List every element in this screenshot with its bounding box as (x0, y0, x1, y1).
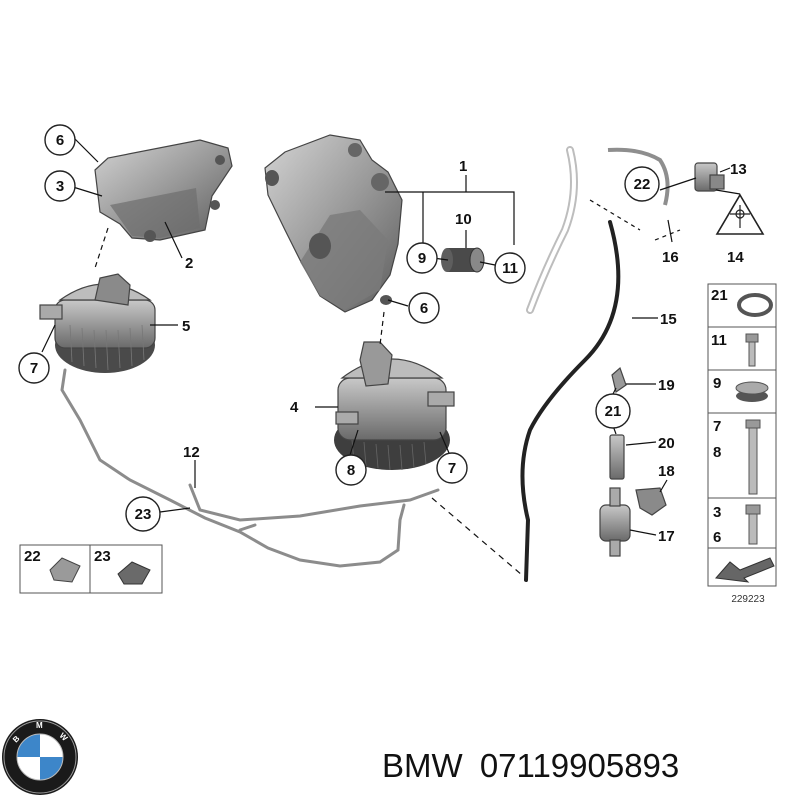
brand-name: BMW (382, 747, 464, 784)
part-number: 07119905893 (480, 747, 679, 784)
label: 22 (634, 176, 651, 193)
label: 3 (56, 178, 64, 195)
callout-11: 11 (494, 252, 526, 284)
legend-label-22: 22 (24, 548, 41, 565)
callout-4: 4 (290, 399, 299, 416)
rubber-bushing-10 (441, 247, 485, 273)
filter-17 (599, 487, 631, 557)
label: 23 (135, 506, 152, 523)
vacuum-line-12 (60, 368, 440, 568)
table-label-7: 7 (713, 418, 721, 435)
callout-6-mount: 6 (408, 292, 440, 324)
engine-mount-4 (334, 341, 455, 471)
table-label-21: 21 (711, 287, 728, 304)
callout-16: 16 (662, 249, 679, 266)
leader-lines (41, 137, 741, 576)
parts-table (707, 283, 777, 587)
clamp-18 (635, 487, 667, 516)
callout-2: 2 (185, 255, 193, 272)
label: 7 (448, 460, 456, 477)
label: 6 (56, 132, 64, 149)
callout-5: 5 (182, 318, 190, 335)
legend-label-23: 23 (94, 548, 111, 565)
callout-10: 10 (455, 211, 472, 228)
table-label-3: 3 (713, 504, 721, 521)
table-label-11: 11 (711, 332, 727, 349)
short-bolt-icon (745, 504, 761, 545)
engine-bracket-1 (264, 134, 403, 313)
callout-3: 3 (44, 170, 76, 202)
label: 9 (418, 250, 426, 267)
callout-6-bracket: 6 (44, 124, 76, 156)
callouts: 6 3 7 9 11 6 8 7 (18, 124, 765, 605)
svg-text:B: B (11, 734, 22, 745)
callout-23: 23 (125, 496, 161, 532)
clip-23-icon (117, 561, 151, 585)
vacuum-hose-curved (526, 146, 670, 314)
callout-7-left: 7 (18, 352, 50, 384)
callout-9: 9 (406, 242, 438, 274)
callout-22: 22 (624, 166, 660, 202)
label: 8 (347, 462, 355, 479)
table-label-9: 9 (713, 375, 721, 392)
long-bolt-icon (745, 419, 761, 495)
reference-number: 229223 (731, 594, 765, 605)
callout-20: 20 (658, 435, 675, 452)
callout-8: 8 (335, 454, 367, 486)
callout-18: 18 (658, 463, 675, 480)
callout-1: 1 (459, 158, 467, 175)
label: 21 (605, 403, 622, 420)
engine-mount-5 (39, 273, 156, 373)
label: 7 (30, 360, 38, 377)
engine-bracket-2 (94, 139, 233, 242)
part-caption: BMW 07119905893 (382, 747, 679, 784)
bolt-icon (745, 333, 759, 367)
warning-label-14 (715, 193, 765, 235)
clamp-icon (737, 293, 773, 317)
callout-19: 19 (658, 377, 675, 394)
callout-17: 17 (658, 528, 675, 545)
bottom-legend (19, 544, 163, 594)
label: 6 (420, 300, 428, 317)
callout-21: 21 (595, 393, 631, 429)
vacuum-hose-15 (520, 220, 621, 582)
callout-13: 13 (730, 161, 747, 178)
callout-15: 15 (660, 311, 677, 328)
callout-14: 14 (727, 249, 744, 266)
callout-7-center: 7 (436, 452, 468, 484)
bushing-icon (735, 381, 769, 402)
bmw-logo: B M W (2, 719, 78, 795)
callout-12: 12 (183, 444, 200, 461)
table-label-8: 8 (713, 444, 721, 461)
label: 11 (502, 260, 518, 277)
valve-13 (694, 162, 725, 192)
clip-19 (611, 366, 627, 393)
connector-20 (609, 434, 625, 480)
arrow-icon (715, 557, 775, 583)
svg-text:M: M (36, 721, 43, 730)
clip-22-icon (49, 557, 81, 583)
table-label-6: 6 (713, 529, 721, 546)
